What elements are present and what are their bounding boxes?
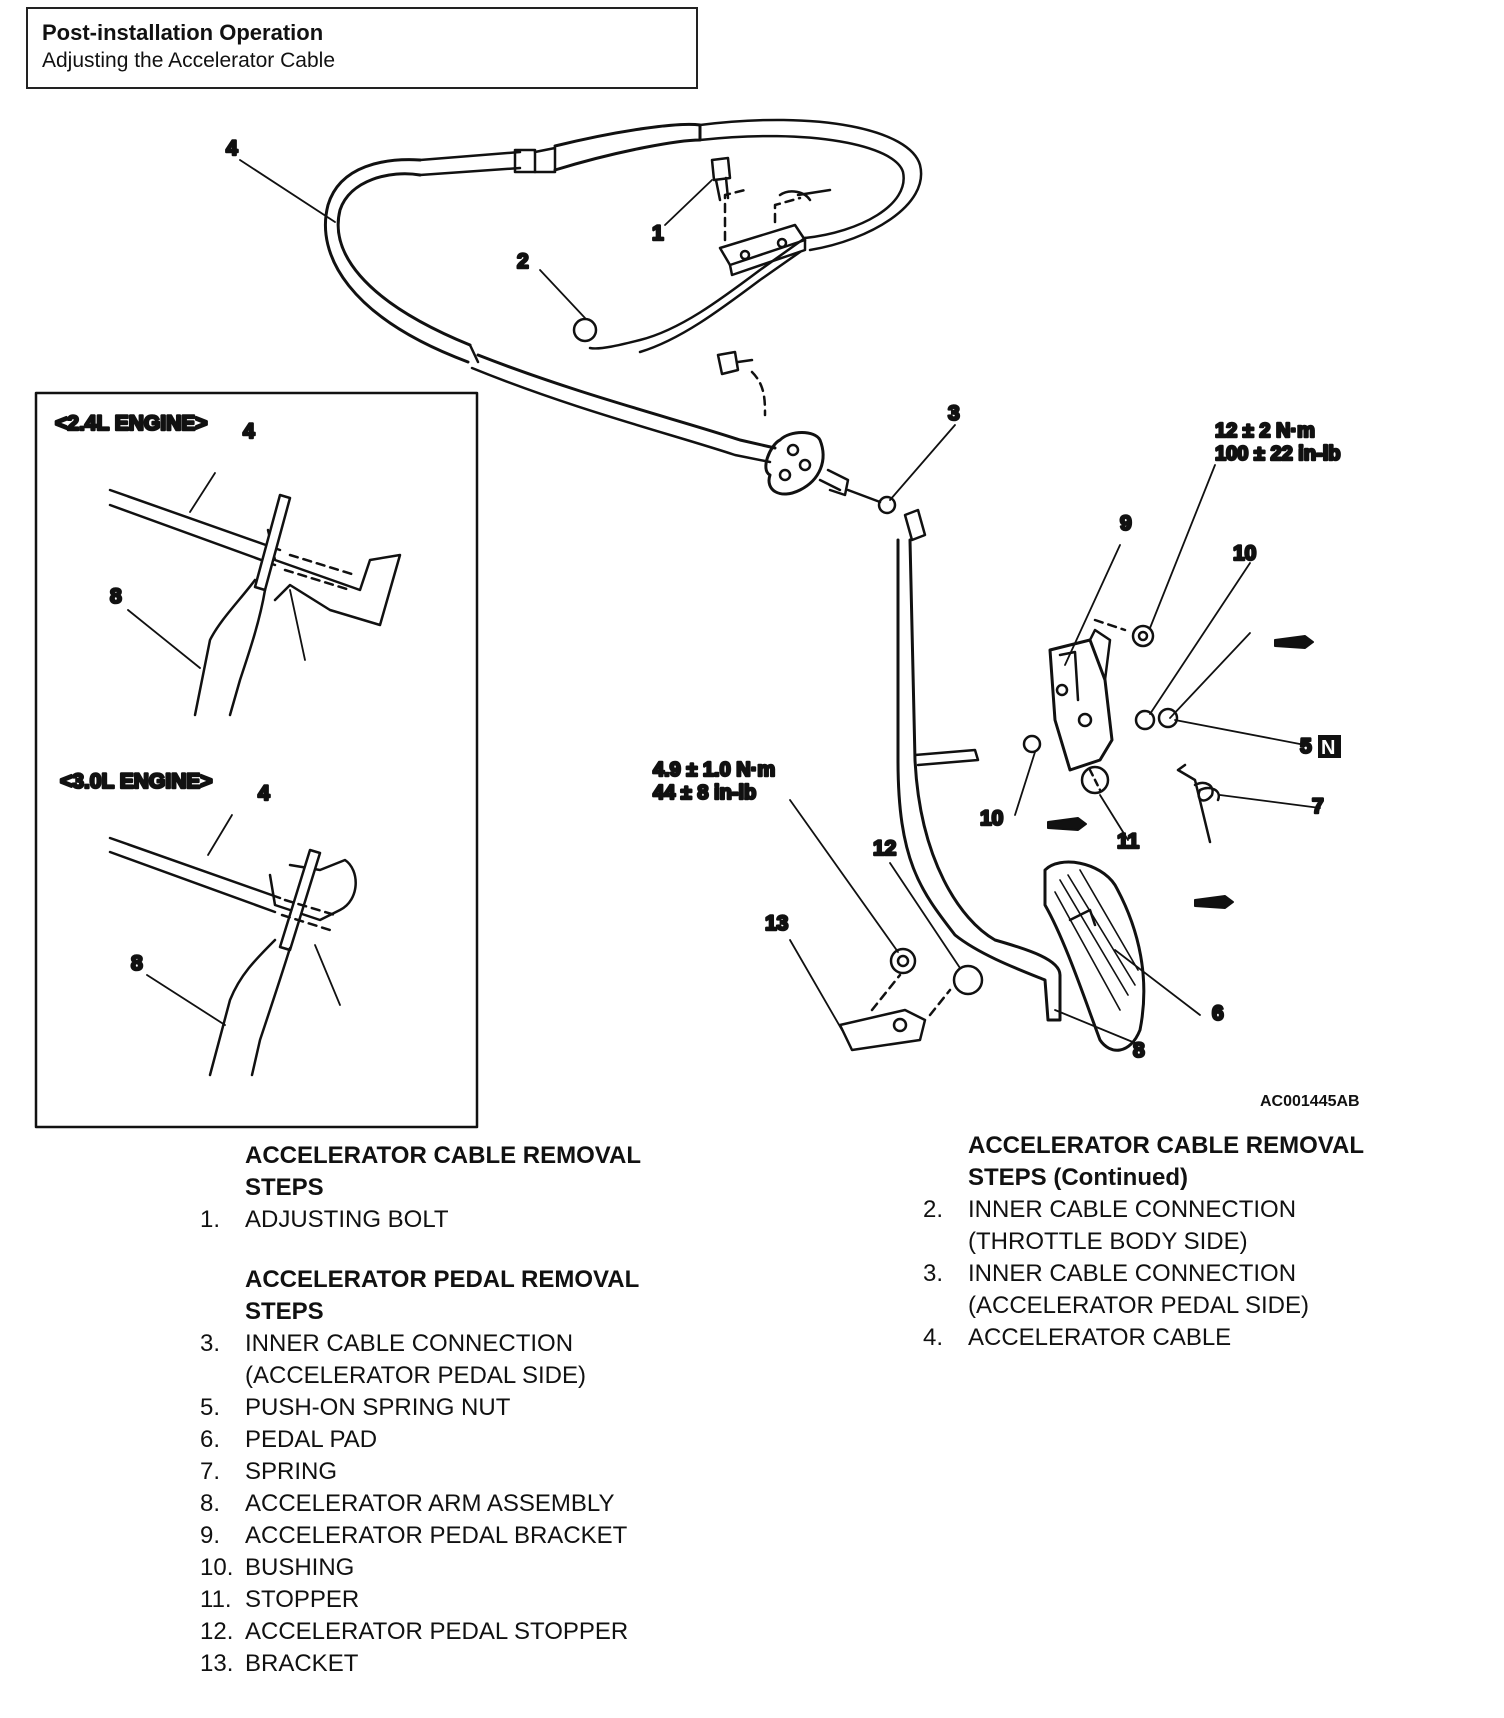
pedal-bracket xyxy=(1022,618,1221,844)
pedal-steps-heading-2: STEPS xyxy=(245,1298,324,1325)
header-box: Post-installation Operation Adjusting th… xyxy=(26,7,698,89)
torque-spec-a-inlb: 100 ± 22 in-lb xyxy=(1215,443,1340,465)
cable-holder xyxy=(716,350,897,515)
list-item: 10.BUSHING xyxy=(200,1554,355,1581)
inset-callout-8a: 8 xyxy=(110,585,122,608)
engine-inset: <2.4L ENGINE> 4 8 <3.0L ENGINE> 4 8 xyxy=(34,391,479,1129)
stopper-bracket xyxy=(838,947,984,1052)
list-item: 12.ACCELERATOR PEDAL STOPPER xyxy=(200,1618,629,1645)
callout-6: 6 xyxy=(1212,1002,1224,1025)
callout-10a: 10 xyxy=(1233,542,1256,565)
pedal-steps-list: 3.INNER CABLE CONNECTION(ACCELERATOR PED… xyxy=(200,1328,720,1680)
right-steps-column: ACCELERATOR CABLE REMOVAL STEPS (Continu… xyxy=(923,1130,1443,1354)
header-subtitle: Adjusting the Accelerator Cable xyxy=(42,49,336,72)
pedal-steps-heading-1: ACCELERATOR PEDAL REMOVAL xyxy=(245,1266,640,1293)
callout-13: 13 xyxy=(765,912,788,935)
cable-steps-heading-1: ACCELERATOR CABLE REMOVAL xyxy=(245,1142,641,1169)
callout-9: 9 xyxy=(1120,512,1132,535)
inset-callout-4b: 4 xyxy=(258,782,270,805)
cable-steps-list: 1.ADJUSTING BOLT xyxy=(200,1204,720,1236)
left-steps-column: ACCELERATOR CABLE REMOVAL STEPS 1.ADJUST… xyxy=(200,1140,720,1680)
list-item: 5.PUSH-ON SPRING NUT xyxy=(200,1394,511,1421)
list-item: 13.BRACKET xyxy=(200,1650,359,1677)
callout-8: 8 xyxy=(1133,1039,1145,1062)
callout-11: 11 xyxy=(1117,830,1140,853)
list-item: 3.INNER CABLE CONNECTION(ACCELERATOR PED… xyxy=(923,1260,1309,1319)
callout-2: 2 xyxy=(517,250,529,273)
new-part-badge xyxy=(1318,735,1341,758)
inset-callout-4a: 4 xyxy=(243,420,255,443)
adjusting-bolt-bracket xyxy=(710,156,832,277)
list-item: 8.ACCELERATOR ARM ASSEMBLY xyxy=(200,1490,615,1517)
callout-4: 4 xyxy=(226,137,238,160)
leader-lines xyxy=(239,159,1321,1046)
accelerator-arm xyxy=(896,508,1062,1022)
cable-steps-cont-heading-2: STEPS (Continued) xyxy=(968,1164,1188,1191)
callout-7: 7 xyxy=(1312,795,1324,818)
accelerator-cable xyxy=(323,118,923,464)
cable-steps-cont-list: 2.INNER CABLE CONNECTION(THROTTLE BODY S… xyxy=(923,1194,1443,1354)
list-item: 11.STOPPER xyxy=(200,1586,360,1613)
callout-1: 1 xyxy=(652,222,664,245)
callout-3: 3 xyxy=(948,402,960,425)
list-item: 3.INNER CABLE CONNECTION(ACCELERATOR PED… xyxy=(200,1330,586,1389)
list-item: 7.SPRING xyxy=(200,1458,338,1485)
cable-steps-heading-2: STEPS xyxy=(245,1174,324,1201)
callout-5: 5 xyxy=(1300,735,1312,758)
badge-n: N xyxy=(1321,737,1335,759)
header-title: Post-installation Operation xyxy=(42,20,324,45)
torque-spec-b-inlb: 44 ± 8 in-lb xyxy=(653,782,756,804)
cable-steps-cont-heading-1: ACCELERATOR CABLE REMOVAL xyxy=(968,1132,1364,1159)
torque-spec-b-nm: 4.9 ± 1.0 N·m xyxy=(653,759,775,781)
inset-label-30: <3.0L ENGINE> xyxy=(60,770,213,793)
list-item: 9.ACCELERATOR PEDAL BRACKET xyxy=(200,1522,628,1549)
list-item: 4.ACCELERATOR CABLE xyxy=(923,1324,1232,1351)
pedal-pad xyxy=(1043,860,1146,1052)
callout-12: 12 xyxy=(873,837,896,860)
callout-10b: 10 xyxy=(980,807,1003,830)
list-item: 6.PEDAL PAD xyxy=(200,1426,378,1453)
inset-label-24: <2.4L ENGINE> xyxy=(55,412,208,435)
list-item: 1.ADJUSTING BOLT xyxy=(200,1206,449,1233)
inset-callout-8b: 8 xyxy=(131,952,143,975)
exploded-diagram: 4 1 2 3 9 10 5 N 7 10 11 12 13 6 8 12 ± … xyxy=(34,118,1360,1129)
list-item: 2.INNER CABLE CONNECTION(THROTTLE BODY S… xyxy=(923,1196,1297,1255)
torque-spec-a-nm: 12 ± 2 N·m xyxy=(1215,420,1315,442)
figure-code: AC001445AB xyxy=(1260,1093,1360,1110)
